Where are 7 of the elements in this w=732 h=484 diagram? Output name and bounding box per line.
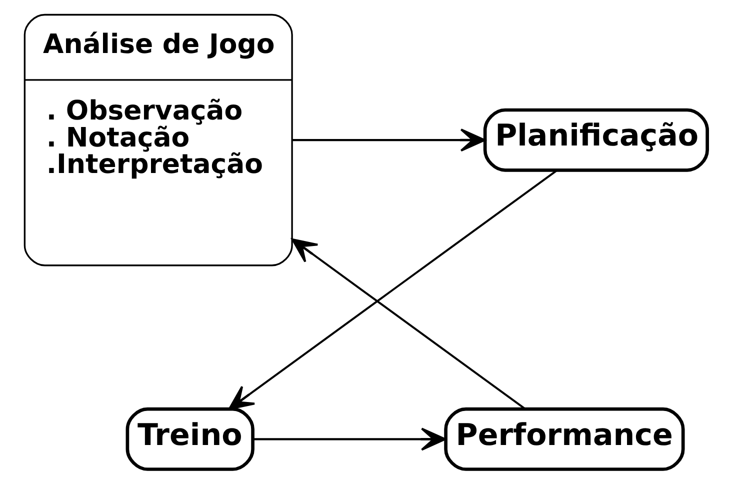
arrow [252, 428, 446, 451]
arrow [291, 238, 526, 410]
node-box: Performance [444, 407, 685, 471]
node-box: Planificação [483, 108, 709, 172]
arrow [292, 128, 486, 152]
node-box: Treino [126, 407, 254, 471]
arrow [228, 170, 558, 410]
